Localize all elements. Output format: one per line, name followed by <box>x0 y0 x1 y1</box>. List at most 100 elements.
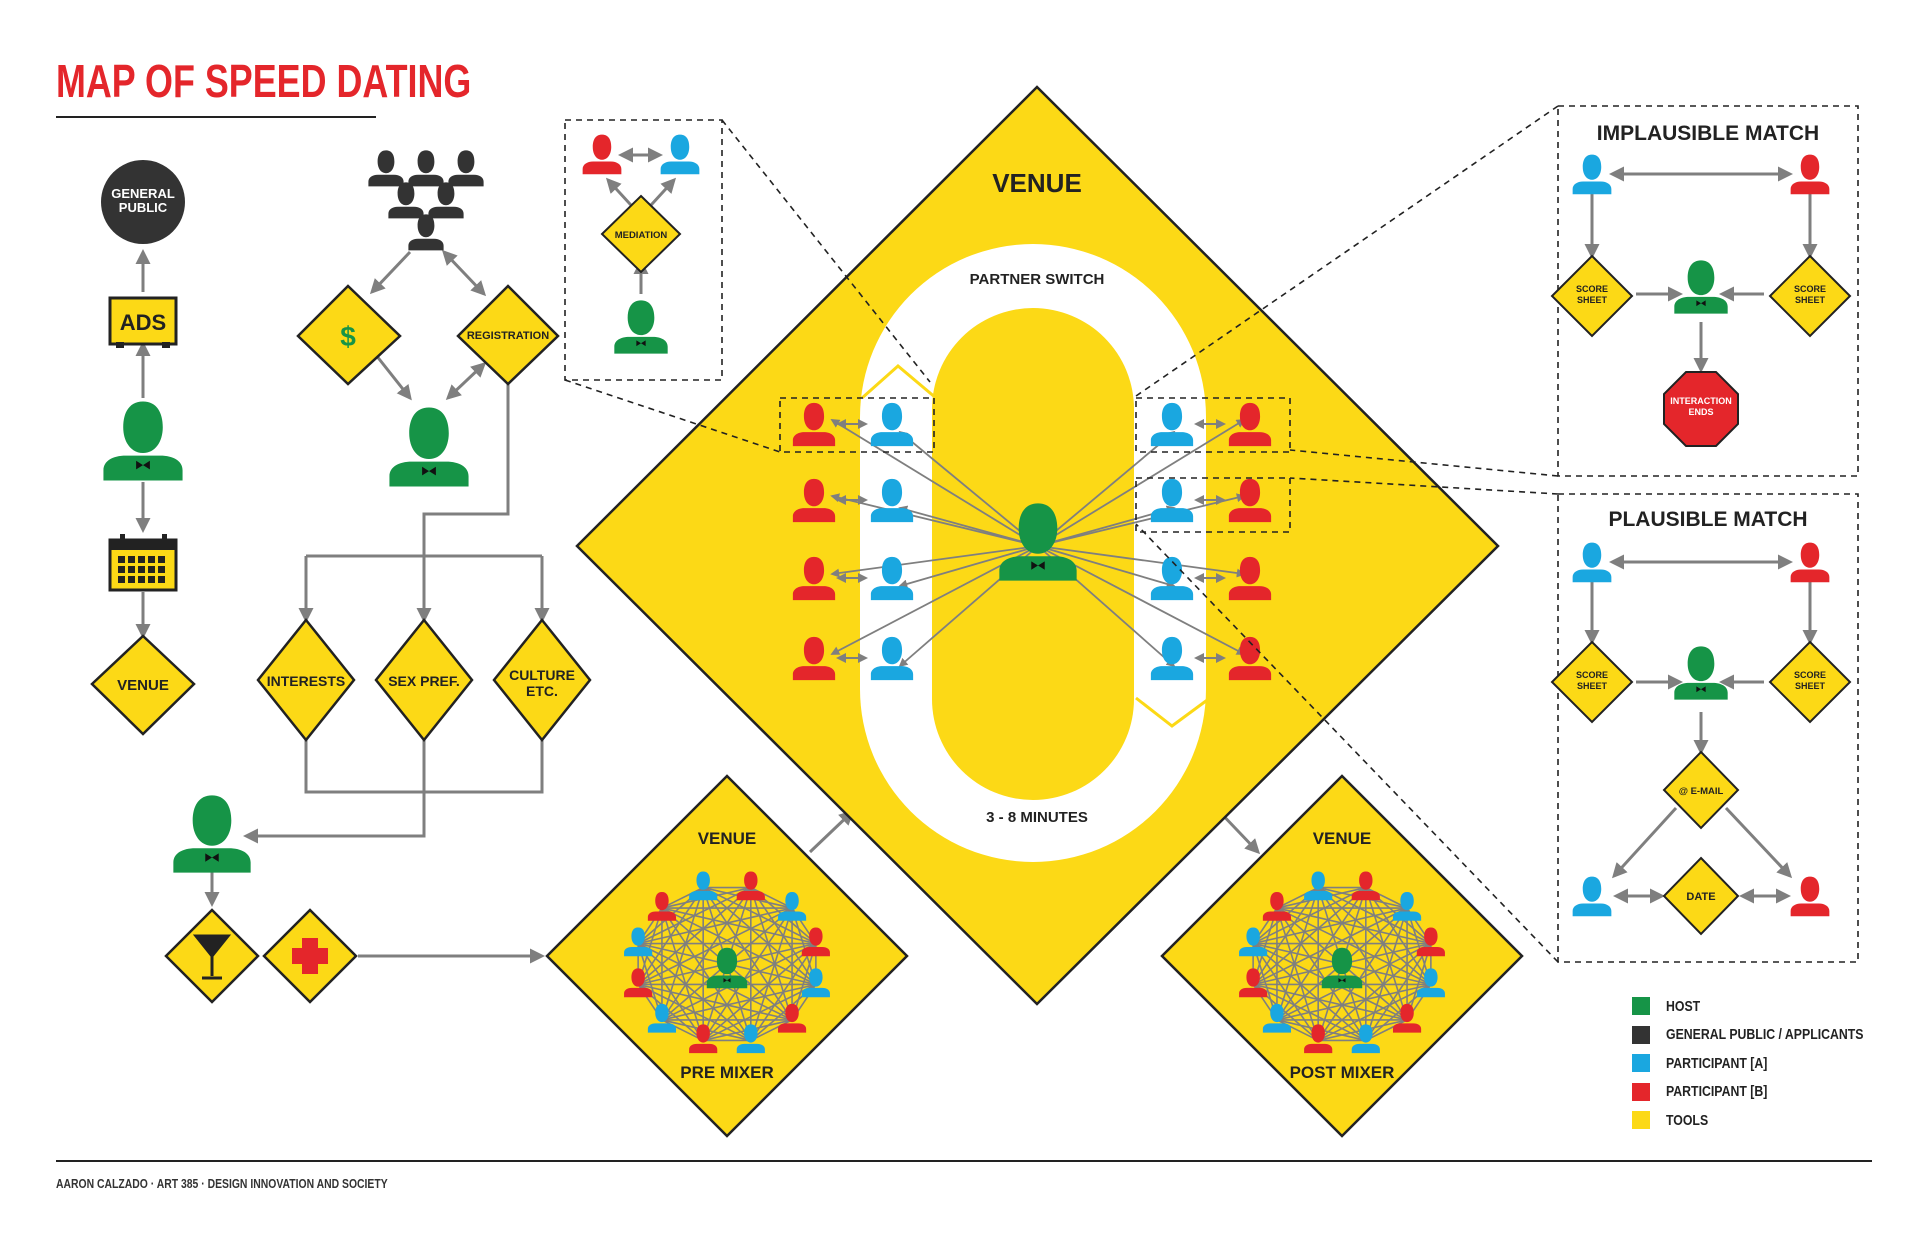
legend-item-participant-b: PARTICIPANT [B] <box>1632 1078 1907 1107</box>
calendar-cell <box>118 566 125 573</box>
email-diamond <box>1662 750 1740 830</box>
network-link <box>750 886 793 909</box>
general-public-circle <box>101 160 185 244</box>
score-sheet-diamond-right-plausible <box>1768 640 1852 724</box>
participant-a-plausible <box>1572 542 1612 583</box>
calendar-cell <box>148 576 155 583</box>
network-link <box>1276 907 1319 1041</box>
applicant-icon <box>408 150 444 187</box>
hub-line <box>898 505 1039 547</box>
legend-item-host: HOST <box>1632 992 1907 1021</box>
network-link <box>1276 887 1319 1021</box>
calendar-cell <box>158 576 165 583</box>
network-link <box>702 886 817 945</box>
partner-switch-label: PARTNER SWITCH <box>970 271 1105 288</box>
sex-pref-diamond <box>374 617 474 743</box>
implausible-match-title: IMPLAUSIBLE MATCH <box>1597 122 1819 145</box>
culture-diamond <box>492 617 592 743</box>
payment-diamond <box>296 284 402 386</box>
legend-swatch-host <box>1632 997 1650 1016</box>
network-link <box>1252 907 1408 986</box>
callout-lines <box>564 105 1559 963</box>
sex-pref-label: SEX PREF. <box>388 673 460 689</box>
legend-label-participant-b: PARTICIPANT [B] <box>1666 1083 1768 1101</box>
calendar-cell <box>128 566 135 573</box>
pre-mixer-label: PRE MIXER <box>680 1063 774 1082</box>
calendar-cell <box>138 576 145 583</box>
switch-arrow-left <box>861 364 937 400</box>
applicant-icon <box>368 150 404 187</box>
post-mixer-label: POST MIXER <box>1290 1063 1395 1082</box>
host-plausible <box>1674 646 1728 700</box>
calendar-cell <box>138 556 145 563</box>
network-link <box>637 887 704 985</box>
registration-diamond <box>456 284 560 386</box>
network-link <box>661 887 704 1021</box>
legend-item-tools: TOOLS <box>1632 1106 1907 1135</box>
participant-b-plausible <box>1790 542 1830 583</box>
participant-b-date <box>1790 876 1830 917</box>
date-label: DATE <box>1686 891 1715 903</box>
network-link <box>661 907 752 1041</box>
legend-item-participant-a: PARTICIPANT [A] <box>1632 1049 1907 1078</box>
inner-table <box>932 308 1134 800</box>
post-mixer-venue-label: VENUE <box>1313 829 1372 848</box>
participant-b-mediation <box>582 134 622 175</box>
registration-flow: $ REGISTRATION INTERESTS SEX PREF. CULTU… <box>164 150 592 1004</box>
host-mediation <box>614 300 668 354</box>
pre-mixer-venue-label: VENUE <box>698 829 757 848</box>
participant-a-mediation <box>660 134 700 175</box>
network-link <box>702 907 793 1041</box>
network-link <box>750 1019 793 1042</box>
network-link <box>661 907 817 945</box>
calendar-cell <box>138 566 145 573</box>
network-link <box>1365 1019 1408 1042</box>
hub-line <box>898 430 1039 547</box>
registration-label: REGISTRATION <box>467 330 549 342</box>
legend-label-host: HOST <box>1666 997 1701 1015</box>
network-link <box>1365 886 1408 909</box>
hub-line <box>1037 545 1246 578</box>
score-sheet-diamond-left-plausible <box>1550 640 1634 724</box>
score-sheet-diamond-right <box>1768 254 1852 338</box>
calendar-cell <box>128 556 135 563</box>
cocktail-icon <box>192 934 232 980</box>
mediation-label: MEDIATION <box>615 230 668 241</box>
hub-line <box>1037 545 1176 589</box>
host-implausible <box>1674 260 1728 314</box>
legend-label-tools: TOOLS <box>1666 1111 1709 1129</box>
hub-line <box>1037 419 1246 547</box>
participant-a-implausible <box>1572 154 1612 195</box>
network-link <box>637 907 793 986</box>
network-link <box>1276 1019 1319 1042</box>
network-link <box>1276 907 1367 1041</box>
network-link <box>637 983 793 1021</box>
legend: HOST GENERAL PUBLIC / APPLICANTS PARTICI… <box>1632 992 1907 1135</box>
network-link <box>1317 887 1408 1021</box>
hub-line <box>830 419 1039 547</box>
network-link <box>1252 942 1367 1042</box>
duration-label: 3 - 8 MINUTES <box>986 809 1088 826</box>
page-title: MAP OF SPEED DATING <box>56 55 472 107</box>
participant-a-date <box>1572 876 1612 917</box>
calendar-cell <box>158 556 165 563</box>
network-link <box>1276 907 1432 986</box>
mediation-callout-box <box>564 119 723 381</box>
legend-swatch-tools <box>1632 1111 1650 1130</box>
plausible-match-box <box>1557 493 1859 963</box>
venue-left-label: VENUE <box>117 677 169 694</box>
participant-b-implausible <box>1790 154 1830 195</box>
main-venue: VENUE PARTNER SWITCH 3 - 8 MINUTES <box>575 85 1500 1006</box>
first-aid-cross-icon <box>292 938 328 974</box>
network-link <box>661 887 752 1021</box>
